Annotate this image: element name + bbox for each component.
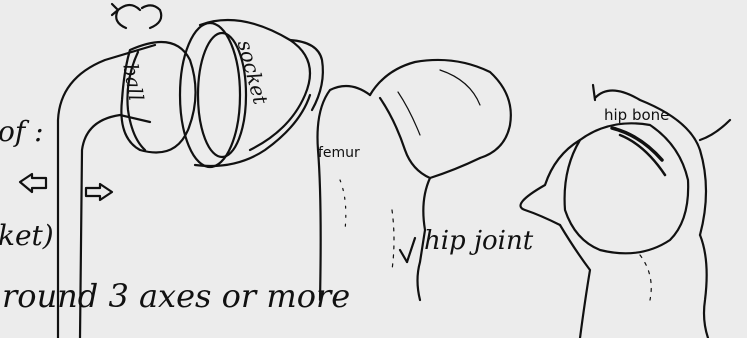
text-fragment-ket: ket) (0, 222, 54, 250)
femur-drawing (318, 60, 511, 300)
ball-label: ball (120, 62, 146, 102)
text-fragment-axes: round 3 axes or more (2, 280, 350, 312)
text-fragment-of: of : (0, 118, 44, 146)
femur-label: femur (318, 146, 360, 160)
hip-bone-label: hip bone (604, 108, 669, 123)
hip-joint-label: hip joint (424, 228, 533, 254)
